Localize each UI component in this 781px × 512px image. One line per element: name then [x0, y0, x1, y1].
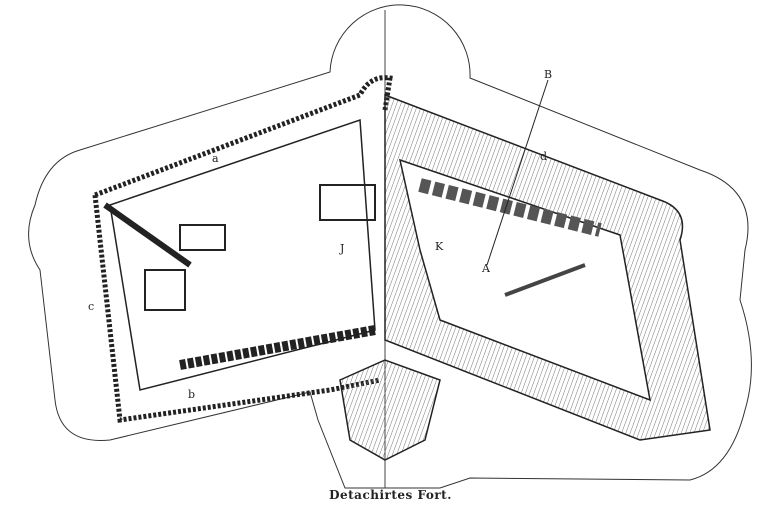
right-interior [398, 158, 651, 402]
label-K: K [435, 240, 444, 253]
gorge-caponier [339, 359, 441, 461]
label-B: B [544, 68, 552, 81]
label-A: A [481, 262, 491, 275]
building [179, 224, 226, 251]
passage [103, 202, 192, 268]
ramp [504, 263, 586, 297]
label-d: d [540, 150, 547, 163]
label-J: J [339, 242, 344, 255]
casemates-right [418, 178, 602, 237]
label-a: a [212, 152, 219, 165]
left-interior [109, 118, 376, 391]
building [319, 184, 376, 221]
figure-caption: Detachirtes Fort. [329, 488, 452, 502]
label-c: c [88, 300, 94, 313]
left-rampart [92, 75, 393, 423]
building [144, 269, 186, 311]
label-b: b [188, 388, 195, 401]
profile-line [486, 79, 549, 266]
casemate-row [179, 325, 376, 370]
